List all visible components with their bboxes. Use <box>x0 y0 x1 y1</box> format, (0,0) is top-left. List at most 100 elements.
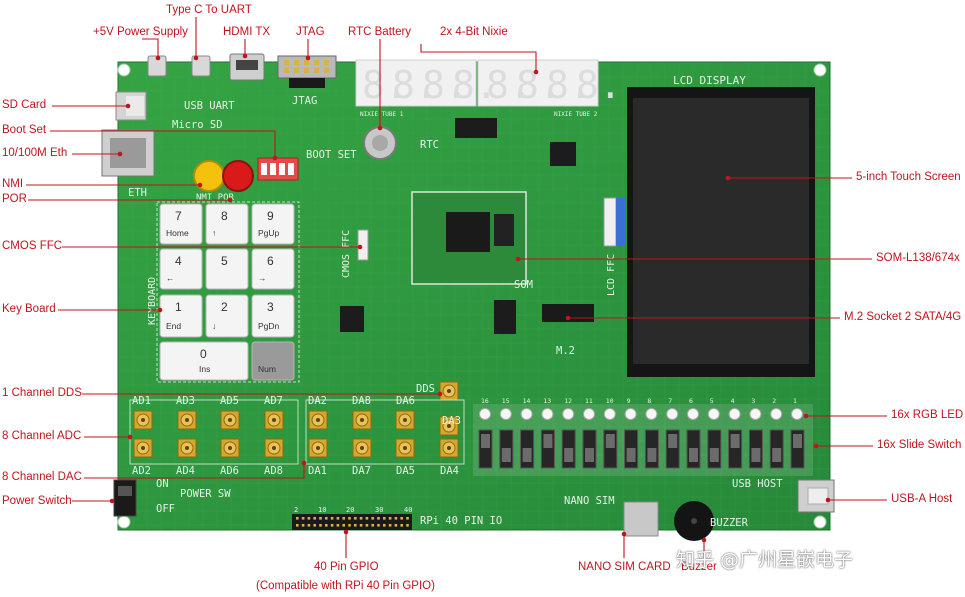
keypad-key[interactable]: Num <box>251 341 295 381</box>
nixie-digit: 8. <box>576 63 622 107</box>
keypad-key-number: 7 <box>175 209 182 223</box>
keypad-key-legend: PgDn <box>258 321 280 331</box>
callout-leader-dot <box>109 498 115 504</box>
jtag-pin <box>284 68 289 73</box>
keypad-area <box>156 201 300 383</box>
gpio-pin <box>400 517 403 520</box>
power-switch[interactable] <box>113 479 137 517</box>
dip-lever[interactable] <box>261 163 267 175</box>
slide-switch[interactable] <box>540 429 555 469</box>
keypad-key[interactable]: 5 <box>205 248 249 290</box>
callout-leader-line <box>50 130 276 158</box>
nixie-digit: 8. <box>516 63 562 107</box>
silk-cmos-ffc: CMOS FFC <box>341 230 352 278</box>
led-number: 9 <box>627 397 631 405</box>
dip-lever[interactable] <box>270 163 276 175</box>
mount-hole <box>813 63 827 77</box>
callout-dac: 8 Channel DAC <box>2 471 82 483</box>
silk-m2: M.2 <box>556 345 575 357</box>
callout-nmi: NMI <box>2 178 24 190</box>
callout-leader-dot <box>803 413 809 419</box>
watermark: 知乎 @广州星嵌电子 <box>676 549 854 571</box>
slide-switch[interactable] <box>790 429 805 469</box>
gpio-pin <box>388 524 392 527</box>
led-number: 1 <box>793 397 797 405</box>
slide-switch[interactable] <box>644 429 659 469</box>
silk-channel-label: DA5 <box>396 465 415 477</box>
sma-connector <box>439 416 459 436</box>
callout-leader-dot <box>377 125 383 131</box>
lcd-touch-screen <box>633 98 809 364</box>
slide-switch[interactable] <box>769 429 784 469</box>
jtag-pin <box>294 68 299 73</box>
gpio-pin <box>383 517 386 520</box>
slide-switch[interactable] <box>624 429 639 469</box>
gpio-pin <box>325 524 328 527</box>
callout-leader-dot <box>155 55 161 61</box>
slide-switch[interactable] <box>728 429 743 469</box>
gpio-pin <box>406 524 409 527</box>
callout-leader-dot <box>437 391 443 397</box>
silk-rpi-header: RPi 40 PIN IO <box>420 515 502 527</box>
slide-switch[interactable] <box>748 429 763 469</box>
slide-switch[interactable] <box>520 429 535 469</box>
callout-nano-sim: NANO SIM CARD <box>578 561 671 573</box>
keypad-key-number: 1 <box>175 300 182 314</box>
sma-connector <box>439 381 459 401</box>
callout-leader-dot <box>357 244 363 250</box>
callout-eth: 10/100M Eth <box>2 147 68 159</box>
silk-nixie-tube-1: NIXIE TUBE 1 <box>360 111 404 118</box>
sma-connector <box>308 410 328 430</box>
keypad-key[interactable]: 6→ <box>251 248 295 290</box>
slide-switch[interactable] <box>686 429 701 469</box>
keypad-key-number: 4 <box>175 254 182 268</box>
por-button[interactable] <box>222 160 254 192</box>
slide-switch[interactable] <box>499 429 514 469</box>
keypad-key[interactable]: 4← <box>159 248 203 290</box>
callout-power-switch: Power Switch <box>2 495 72 507</box>
keypad-key[interactable]: 8↑ <box>205 203 249 245</box>
silk-channel-label: AD7 <box>264 395 283 407</box>
dip-lever[interactable] <box>279 163 285 175</box>
gpio-pin <box>307 517 311 520</box>
dip-lever[interactable] <box>288 163 294 175</box>
silk-rtc: RTC <box>420 139 439 151</box>
slide-switch[interactable] <box>665 429 680 469</box>
slide-switch[interactable] <box>707 429 722 469</box>
callout-boot-set: Boot Set <box>2 124 47 136</box>
callout-keyboard: Key Board <box>2 303 56 315</box>
silk-jtag: JTAG <box>292 95 317 107</box>
sma-connector <box>264 410 284 430</box>
slide-switch[interactable] <box>582 429 597 469</box>
rgb-led <box>541 408 554 420</box>
silk-som: SOM <box>514 279 533 291</box>
rgb-led <box>770 408 783 420</box>
gpio-pin <box>307 524 311 527</box>
rgb-led <box>645 408 658 420</box>
keypad-key-number: 5 <box>221 254 228 268</box>
keypad-key[interactable]: 2↓ <box>205 294 249 338</box>
cmos-ffc-connector <box>357 229 369 261</box>
slide-switch[interactable] <box>561 429 576 469</box>
slide-switch[interactable] <box>603 429 618 469</box>
callout-leader-dot <box>813 443 819 449</box>
gpio-pin <box>330 524 334 527</box>
sma-connector <box>133 410 153 430</box>
callout-jtag: JTAG <box>296 26 325 38</box>
callout-power-supply: +5V Power Supply <box>93 26 188 38</box>
slide-switch[interactable] <box>478 429 493 469</box>
callout-sd-card: SD Card <box>2 99 47 111</box>
sma-connector <box>395 438 415 458</box>
gpio-pin <box>383 524 386 527</box>
sma-connector <box>395 410 415 430</box>
rgb-led <box>499 408 512 420</box>
silk-eth: ETH <box>128 187 147 199</box>
gpio-pin <box>319 517 322 520</box>
led-number: 16 <box>481 397 489 405</box>
callout-leader-line <box>142 38 159 58</box>
